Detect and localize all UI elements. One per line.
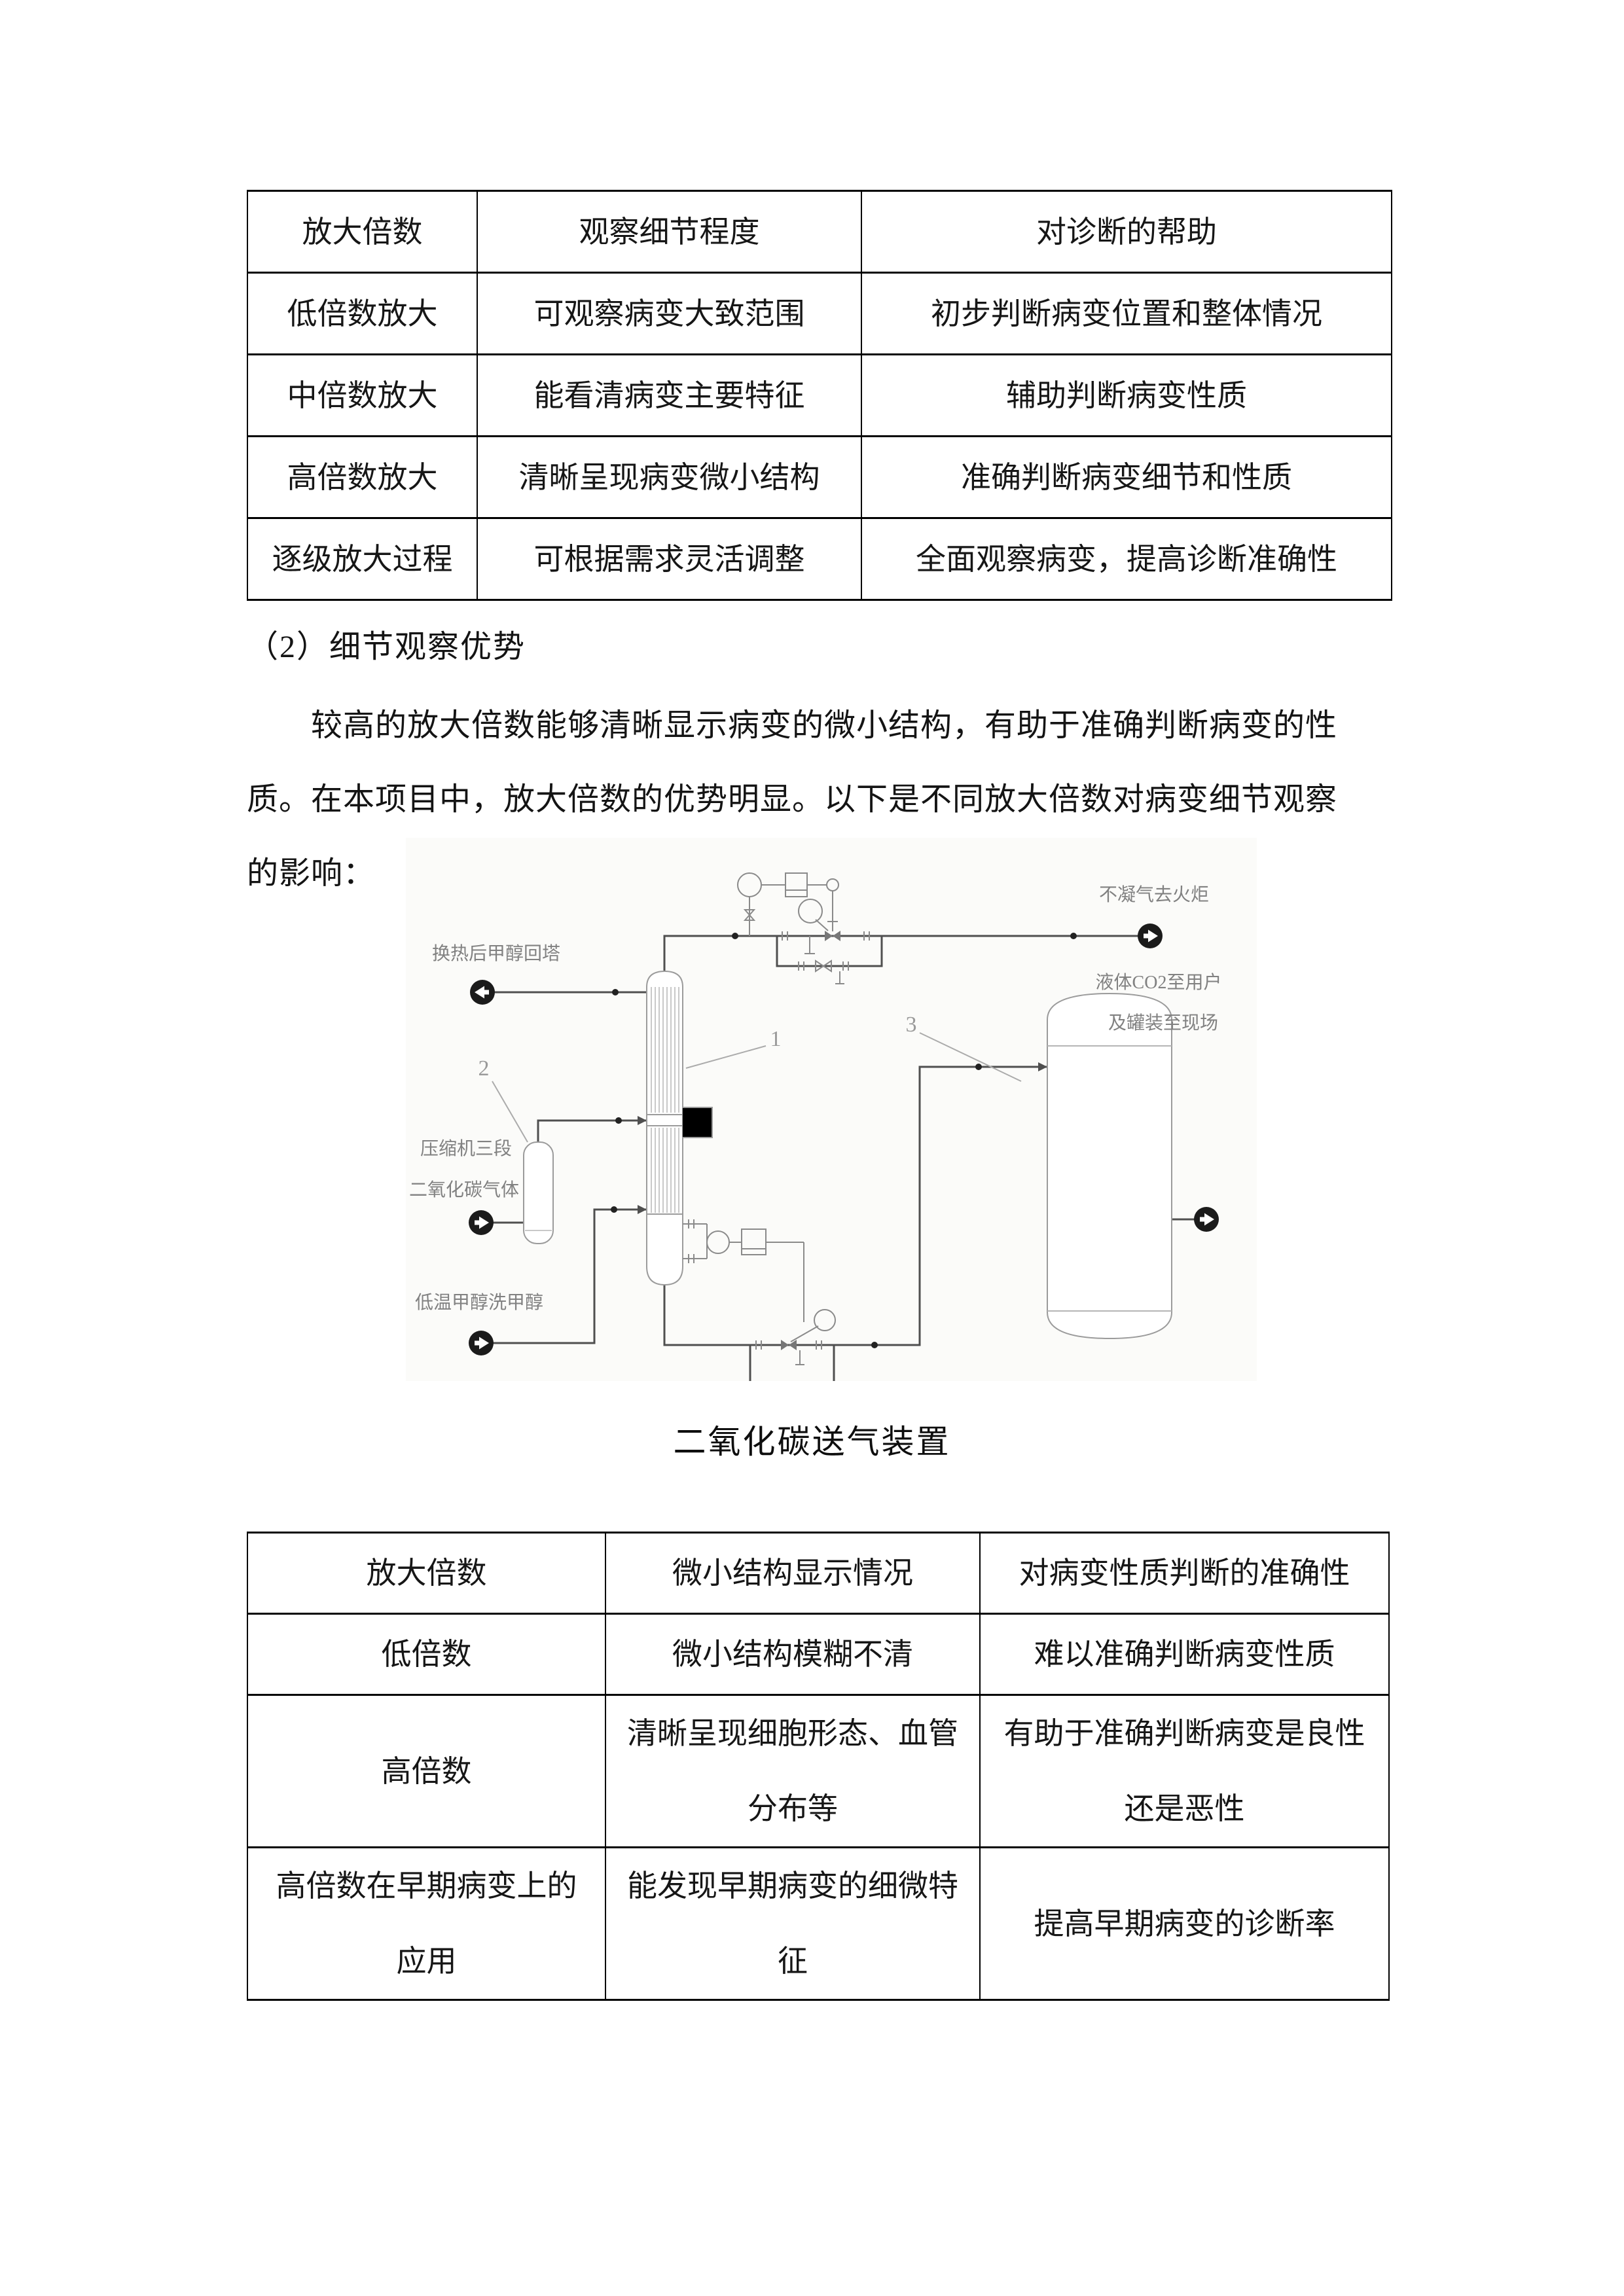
flare-arrow-icon — [1138, 924, 1163, 948]
table-cell: 辅助判断病变性质 — [861, 353, 1392, 437]
equipment-number-1: 1 — [770, 1027, 782, 1051]
control-valve-icon — [825, 931, 840, 941]
table-row: 逐级放大过程 可根据需求灵活调整 全面观察病变，提高诊断准确性 — [247, 517, 1392, 601]
pipe-lines — [493, 935, 1195, 1399]
table-cell: 初步判断病变位置和整体情况 — [861, 272, 1392, 355]
pipe-junction-dots — [611, 933, 1077, 1348]
table-row: 低倍数 微小结构模糊不清 难以准确判断病变性质 — [247, 1613, 1390, 1696]
label-compressor-1: 压缩机三段 — [420, 1138, 512, 1159]
label-compressor-2: 二氧化碳气体 — [409, 1179, 519, 1200]
column-tube-lines — [651, 987, 679, 1213]
table-cell: 能发现早期病变的细微特 征 — [605, 1846, 981, 2001]
table-cell: 低倍数放大 — [247, 272, 478, 355]
table-cell: 难以准确判断病变性质 — [979, 1613, 1390, 1696]
table-cell: 全面观察病变，提高诊断准确性 — [861, 517, 1392, 601]
diagram-caption: 二氧化碳送气装置 — [673, 1424, 951, 1460]
table-row: 高倍数放大 清晰呈现病变微小结构 准确判断病变细节和性质 — [247, 435, 1392, 519]
table-cell: 清晰呈现细胞形态、血管 分布等 — [605, 1694, 981, 1848]
absorber-column — [646, 970, 713, 1286]
number-leader-lines — [492, 1032, 1022, 1143]
co2-feed-vessel — [523, 1141, 554, 1244]
pipe-arrowheads — [638, 1062, 1047, 1214]
magnification-diagnosis-table: 放大倍数 观察细节程度 对诊断的帮助 低倍数放大 可观察病变大致范围 初步判断病… — [247, 190, 1392, 601]
table-cell: 提高早期病变的诊断率 — [979, 1846, 1390, 2001]
table-cell: 高倍数 — [247, 1694, 606, 1848]
table-cell: 可根据需求灵活调整 — [477, 517, 862, 601]
table-header-cell: 微小结构显示情况 — [605, 1532, 981, 1615]
table-cell: 高倍数放大 — [247, 435, 478, 519]
table-cell: 有助于准确判断病变是良性 还是恶性 — [979, 1694, 1390, 1848]
body-paragraph: 较高的放大倍数能够清晰显示病变的微小结构，有助于准确判断病变的性 质。在本项目中… — [247, 708, 1338, 891]
table-header-cell: 对病变性质判断的准确性 — [979, 1532, 1390, 1615]
table-header-row: 放大倍数 微小结构显示情况 对病变性质判断的准确性 — [247, 1532, 1390, 1615]
table-cell: 能看清病变主要特征 — [477, 353, 862, 437]
table-cell: 高倍数在早期病变上的 应用 — [247, 1846, 606, 2001]
co2-storage-tank — [1047, 992, 1172, 1340]
co2-feed-arrow-icon — [469, 1210, 494, 1235]
table-row: 低倍数放大 可观察病变大致范围 初步判断病变位置和整体情况 — [247, 272, 1392, 355]
equipment-number-2: 2 — [478, 1056, 490, 1081]
table-header-cell: 观察细节程度 — [477, 190, 862, 274]
small-valve-icon — [743, 909, 756, 921]
label-methanol-return: 换热后甲醇回塔 — [432, 943, 560, 964]
equipment-number-3: 3 — [906, 1013, 917, 1037]
column-tube-sheets — [647, 1107, 713, 1215]
top-instrument-cluster — [737, 872, 870, 984]
table-cell: 准确判断病变细节和性质 — [861, 435, 1392, 519]
process-flow-diagram: 不凝气去火炬 换热后甲醇回塔 液体CO2至用户 及罐装至现场 压缩机三段 二氧化… — [406, 838, 1257, 1404]
table-row: 高倍数在早期病变上的 应用 能发现早期病变的细微特 征 提高早期病变的诊断率 — [247, 1846, 1390, 2001]
table-cell: 逐级放大过程 — [247, 517, 478, 601]
microstructure-accuracy-table: 放大倍数 微小结构显示情况 对病变性质判断的准确性 低倍数 微小结构模糊不清 难… — [247, 1532, 1390, 2001]
co2-product-arrow-icon — [1194, 1207, 1219, 1232]
methanol-wash-arrow-icon — [469, 1331, 494, 1355]
table-header-row: 放大倍数 观察细节程度 对诊断的帮助 — [247, 190, 1392, 274]
table-cell: 中倍数放大 — [247, 353, 478, 437]
bottom-control-valve-icon — [781, 1340, 797, 1350]
tank-seam-lines — [1047, 1045, 1172, 1312]
co2-supply-diagram-svg: 不凝气去火炬 换热后甲醇回塔 液体CO2至用户 及罐装至现场 压缩机三段 二氧化… — [406, 838, 1257, 1404]
level-instrument-cluster — [683, 1219, 804, 1322]
table-cell: 可观察病变大致范围 — [477, 272, 862, 355]
pressure-gauge-icon — [798, 899, 823, 924]
methanol-return-arrow-icon — [470, 980, 495, 1005]
table-cell: 低倍数 — [247, 1613, 606, 1696]
section-heading: （2）细节观察优势 — [247, 630, 526, 664]
table-header-cell: 放大倍数 — [247, 1532, 606, 1615]
label-methanol-wash: 低温甲醇洗甲醇 — [415, 1292, 543, 1313]
table-cell: 微小结构模糊不清 — [605, 1613, 981, 1696]
valve-handwheel-icon — [814, 1309, 836, 1331]
label-co2-user-2: 及罐装至现场 — [1108, 1013, 1218, 1033]
table-header-cell: 放大倍数 — [247, 190, 478, 274]
table-row: 中倍数放大 能看清病变主要特征 辅助判断病变性质 — [247, 353, 1392, 437]
table-cell: 清晰呈现病变微小结构 — [477, 435, 862, 519]
label-co2-user-1: 液体CO2至用户 — [1096, 972, 1222, 993]
bypass-valve-icon — [815, 960, 832, 973]
table-header-cell: 对诊断的帮助 — [861, 190, 1392, 274]
label-flare: 不凝气去火炬 — [1099, 884, 1209, 905]
table-row: 高倍数 清晰呈现细胞形态、血管 分布等 有助于准确判断病变是良性 还是恶性 — [247, 1694, 1390, 1848]
